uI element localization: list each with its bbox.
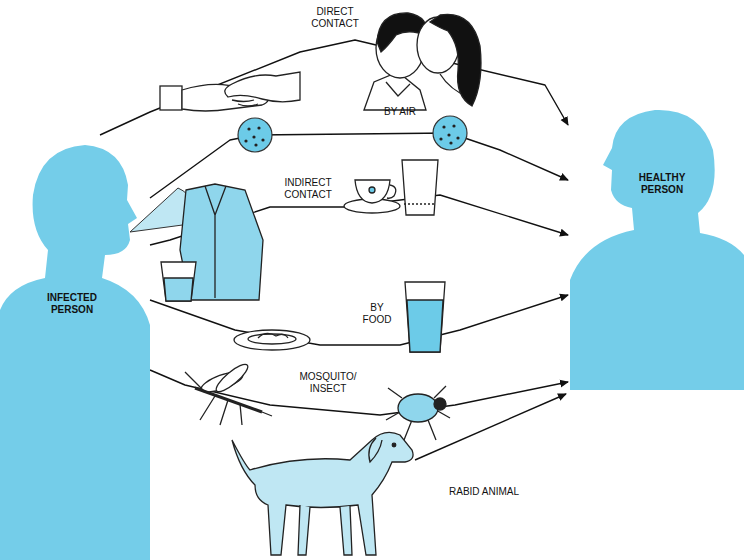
- silhouette-shape: [0, 145, 150, 560]
- food-picture: [234, 282, 445, 352]
- node-box: HEALTHY PERSON: [568, 105, 744, 390]
- edge-label: DIRECT CONTACT: [311, 6, 359, 30]
- droplet-picture: [238, 116, 467, 152]
- transmission-arrow: [100, 40, 568, 135]
- cup-glass-picture: [344, 160, 438, 215]
- edge-label: INDIRECT CONTACT: [284, 177, 332, 201]
- silhouette-shape: [570, 110, 744, 390]
- person-silhouette: [568, 105, 744, 390]
- jacket-picture: [161, 184, 263, 301]
- person-silhouette: [0, 135, 150, 560]
- kissing-couple-picture: [364, 13, 481, 110]
- mosquito-picture: [185, 361, 272, 425]
- edge-label: MOSQUITO/ INSECT: [299, 371, 356, 395]
- insect-picture: [386, 386, 450, 440]
- transmission-arrow: [150, 295, 568, 345]
- dog-arrow: [415, 394, 566, 460]
- picture-caption: RABID ANIMAL: [449, 486, 519, 498]
- dog-picture: [232, 432, 413, 555]
- handshake-picture: [160, 72, 300, 111]
- transmission-arrow: [150, 370, 568, 415]
- node-label: INFECTED PERSON: [47, 292, 97, 316]
- edge-label: BY AIR: [384, 106, 416, 118]
- edge-label: BY FOOD: [363, 302, 392, 326]
- node-label: HEALTHY PERSON: [639, 172, 685, 196]
- node-box: INFECTED PERSON: [0, 135, 150, 560]
